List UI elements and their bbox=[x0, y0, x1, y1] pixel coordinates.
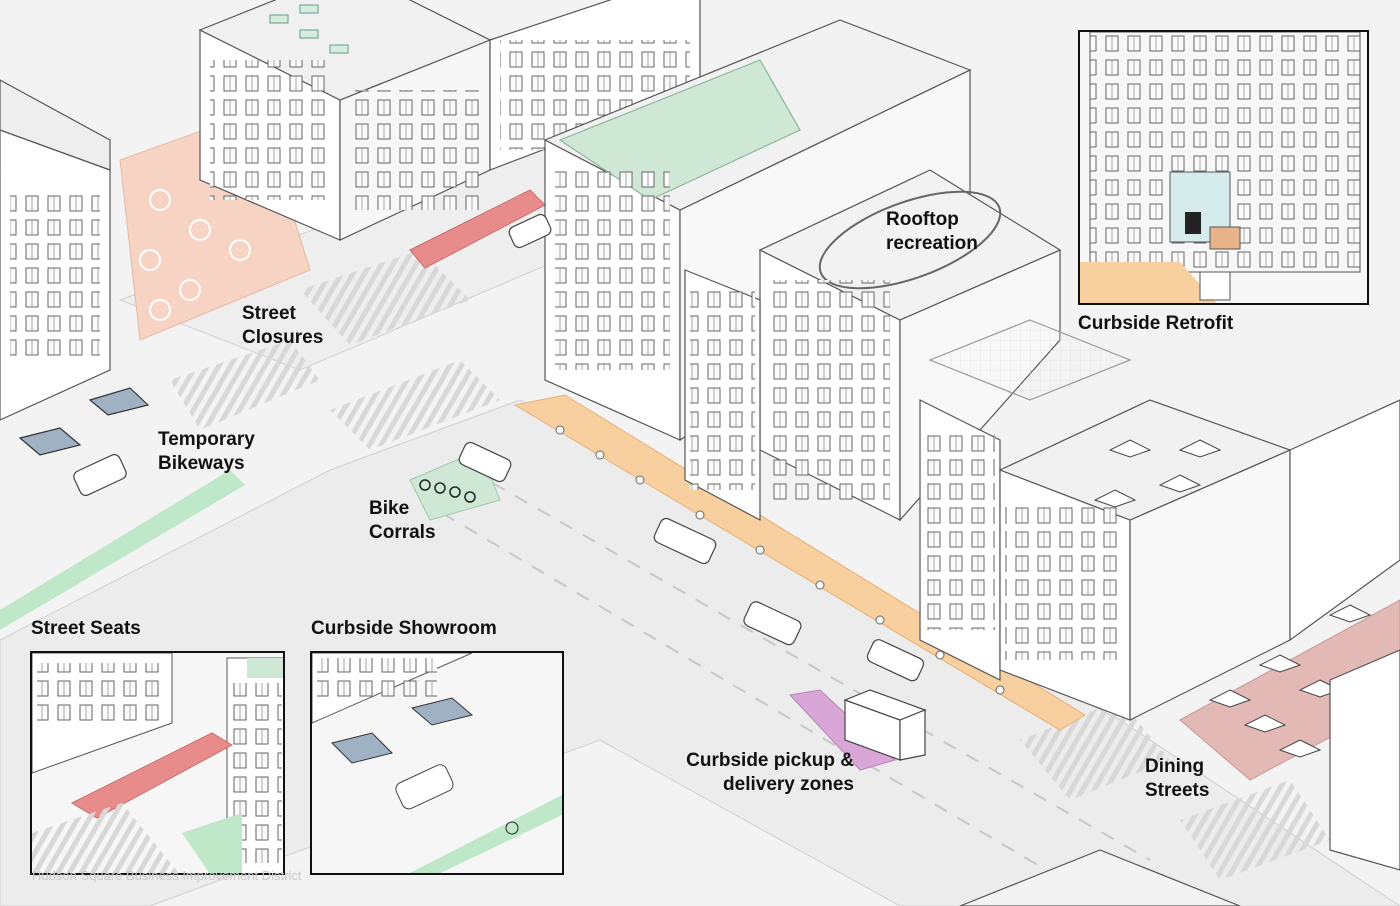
cars bbox=[73, 213, 925, 682]
rooftop-umbrellas bbox=[1093, 439, 1222, 508]
crosswalk-south bbox=[1180, 780, 1330, 880]
crosswalk-west bbox=[170, 340, 320, 430]
label-street-seats: Street Seats bbox=[31, 618, 141, 639]
inset-curbside-showroom-drawing bbox=[312, 653, 562, 873]
crosswalk-center bbox=[330, 360, 500, 450]
building-southeast bbox=[919, 319, 1292, 721]
dining-street-zone bbox=[1179, 599, 1400, 781]
temporary-bikeway bbox=[0, 470, 245, 630]
label-curbside-pickup: Curbside pickup & delivery zones bbox=[686, 750, 854, 795]
building-middle bbox=[684, 269, 761, 521]
rooftop-track bbox=[818, 190, 1002, 290]
building-rooftop-recreation bbox=[758, 169, 1062, 522]
dining-umbrellas bbox=[1208, 604, 1372, 758]
skylights bbox=[269, 4, 349, 54]
label-rooftop-recreation: Rooftop recreation bbox=[886, 209, 978, 254]
building-north-left bbox=[198, 0, 492, 241]
inset-street-seats-drawing bbox=[32, 653, 283, 873]
inset-street-seats bbox=[30, 651, 285, 875]
label-street-closures: Street Closures bbox=[242, 303, 324, 348]
label-temporary-bikeways: Temporary Bikeways bbox=[158, 429, 255, 474]
building-northwest bbox=[0, 79, 111, 421]
bike-corral-bikes bbox=[419, 479, 476, 503]
bus-shelters bbox=[18, 387, 150, 456]
crosswalk-north bbox=[300, 250, 470, 345]
rooftop-mesh bbox=[928, 319, 1132, 401]
pickup-delivery-zone bbox=[788, 689, 896, 771]
lane-markings bbox=[419, 469, 1151, 891]
curb-bollards bbox=[555, 425, 1005, 695]
label-dining-streets: Dining Streets bbox=[1145, 756, 1210, 801]
delivery-truck bbox=[843, 689, 927, 761]
inset-curbside-retrofit bbox=[1078, 30, 1369, 305]
closure-circles bbox=[139, 189, 251, 321]
label-curbside-showroom: Curbside Showroom bbox=[311, 618, 497, 639]
inset-curbside-retrofit-drawing bbox=[1080, 32, 1367, 303]
inset-curbside-showroom bbox=[310, 651, 564, 875]
building-bottom-right bbox=[959, 849, 1241, 906]
label-curbside-retrofit: Curbside Retrofit bbox=[1078, 313, 1234, 334]
building-east bbox=[1289, 399, 1400, 871]
watermark: Hudson Square Business Improvement Distr… bbox=[32, 868, 302, 883]
label-bike-corrals: Bike Corrals bbox=[369, 498, 436, 543]
